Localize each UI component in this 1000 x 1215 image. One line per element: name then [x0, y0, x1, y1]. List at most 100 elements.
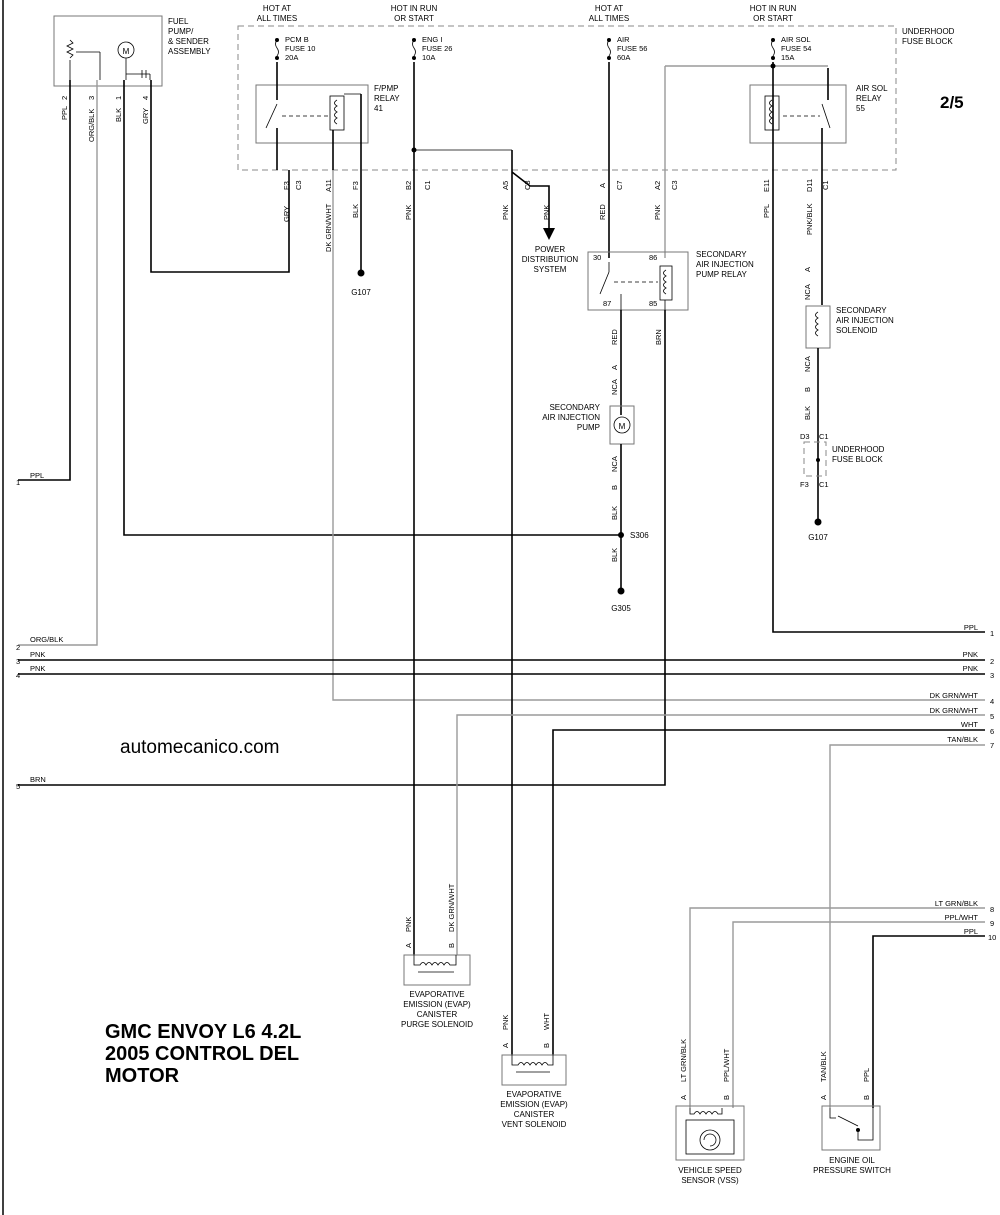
fuse-block-2-pin-1: D3 [800, 432, 810, 441]
power-dist-label-3: SYSTEM [534, 265, 567, 274]
vss-pin-b: B [722, 1095, 731, 1100]
air-pump-relay-contacts [599, 262, 673, 312]
vent-label-2: EMISSION (EVAP) [500, 1100, 568, 1109]
power-dist-label-1: POWER [535, 245, 565, 254]
oil-switch-label-2: PRESSURE SWITCH [813, 1166, 891, 1175]
fuel-pump-label-1: FUEL [168, 17, 189, 26]
left-pin-number: 1 [16, 478, 20, 487]
conn-label: C3 [670, 180, 679, 190]
conn-label: C1 [821, 180, 830, 190]
air-sol-nca-2: NCA [803, 356, 812, 372]
ground-icon [814, 518, 822, 526]
pin-label: 3 [87, 96, 96, 100]
wire-label: BLK [610, 506, 619, 520]
fpmp-relay-label-2: RELAY [374, 94, 400, 103]
right-pin-number: 3 [990, 671, 994, 680]
splice-s306-label: S306 [630, 531, 649, 540]
fuel-level-sender-icon [66, 39, 101, 80]
fuse-block-2-label-1: UNDERHOOD [832, 445, 885, 454]
air-pump-motor-icon: M [613, 416, 631, 434]
right-wire-label: PPL [964, 927, 978, 936]
wire-label: PNK [404, 917, 413, 932]
air-solenoid-label-3: SOLENOID [836, 326, 878, 335]
wire-ppl-10 [872, 935, 985, 1108]
pin-label: 1 [114, 96, 123, 100]
purge-solenoid-coil-icon [413, 955, 457, 973]
fuse-block-outline [237, 25, 897, 171]
right-pin-number: 2 [990, 657, 994, 666]
vent-solenoid-box [501, 1054, 567, 1086]
wire-gry-fuel-pump [150, 80, 290, 273]
vent-label-1: EVAPORATIVE [506, 1090, 561, 1099]
fuse-1-number: FUSE 10 [285, 44, 315, 53]
ground-g305-label: G305 [611, 604, 631, 613]
pin-label: A2 [653, 181, 662, 190]
right-wire-label: TAN/BLK [947, 735, 978, 744]
fpmp-relay-label-1: F/PMP [374, 84, 398, 93]
feed-2-line-2: OR START [394, 14, 434, 23]
wire-label: PNK [501, 1015, 510, 1030]
relay-pin-87: 87 [603, 299, 611, 308]
wire-label: PNK/BLK [805, 203, 814, 235]
wire-label: LT GRN/BLK [679, 1039, 688, 1082]
left-wire-label: ORG/BLK [30, 635, 63, 644]
vent-pin-a: A [501, 1043, 510, 1048]
relay-pin-85: 85 [649, 299, 657, 308]
wire-label: BLK [351, 204, 360, 218]
conn-label: C1 [423, 180, 432, 190]
wire-label: PNK [542, 205, 551, 220]
wire-label: PNK [404, 205, 413, 220]
vent-label-4: VENT SOLENOID [502, 1120, 567, 1129]
oil-switch-label-1: ENGINE OIL [829, 1156, 875, 1165]
right-pin-number: 5 [990, 712, 994, 721]
vss-label-2: SENSOR (VSS) [681, 1176, 739, 1185]
air-sol-relay-contacts [665, 62, 831, 170]
relay-pin-30: 30 [593, 253, 601, 262]
wire-label: PPL [862, 1068, 871, 1082]
pin-label: D11 [805, 179, 814, 192]
air-sol-nca-1: NCA [803, 284, 812, 300]
air-pump-label-3: PUMP [577, 423, 600, 432]
air-sol-relay-label-2: RELAY [856, 94, 882, 103]
wire-label: BLK [803, 406, 812, 420]
wire-label: ORG/BLK [87, 109, 96, 142]
fuse-block-2-splice [816, 458, 820, 462]
wire-wht-6 [552, 729, 985, 1055]
air-pump-label-1: SECONDARY [549, 403, 600, 412]
feed-4-line-1: HOT IN RUN [750, 4, 797, 13]
right-pin-number: 6 [990, 727, 994, 736]
fuse-1-rating: 20A [285, 53, 298, 62]
right-wire-label: PPL [964, 623, 978, 632]
fuel-pump-label-3: & SENDER [168, 37, 209, 46]
conn-label: C3 [523, 180, 532, 190]
oil-pin-b: B [862, 1095, 871, 1100]
feed-1-line-1: HOT AT [263, 4, 291, 13]
oil-switch-icon [829, 1108, 874, 1141]
wire-org-blk-pin2 [18, 80, 98, 646]
wire-label: GRY [282, 206, 291, 222]
fuse-2-name: ENG I [422, 35, 442, 44]
wire-label: DK GRN/WHT [324, 203, 333, 252]
vent-pin-b: B [542, 1043, 551, 1048]
fuel-pump-motor-letter: M [123, 47, 130, 56]
pin-label: 4 [141, 96, 150, 100]
title-line-2: 2005 CONTROL DEL [105, 1043, 299, 1065]
fuse-block-label-2: FUSE BLOCK [902, 37, 953, 46]
wire-label: DK GRN/WHT [447, 883, 456, 932]
vss-label-1: VEHICLE SPEED [678, 1166, 742, 1175]
feed-4-line-2: OR START [753, 14, 793, 23]
wire-blk-s306 [123, 80, 620, 536]
left-wire-label: PPL [30, 471, 44, 480]
page-label: 2/5 [940, 93, 964, 112]
air-pump-relay-label-1: SECONDARY [696, 250, 747, 259]
wire-label: PPL [60, 106, 69, 120]
wire-ppl-pin1 [18, 80, 71, 481]
fuse-block-2-conn-1: C1 [819, 432, 829, 441]
air-solenoid-coil-icon [815, 311, 819, 337]
wire-label: RED [598, 204, 607, 220]
pin-label: E11 [762, 179, 771, 192]
right-wire-label: WHT [961, 720, 978, 729]
purge-pin-b: B [447, 943, 456, 948]
right-wire-label: DK GRN/WHT [930, 691, 979, 700]
fuse-block-2-conn-2: C1 [819, 480, 829, 489]
